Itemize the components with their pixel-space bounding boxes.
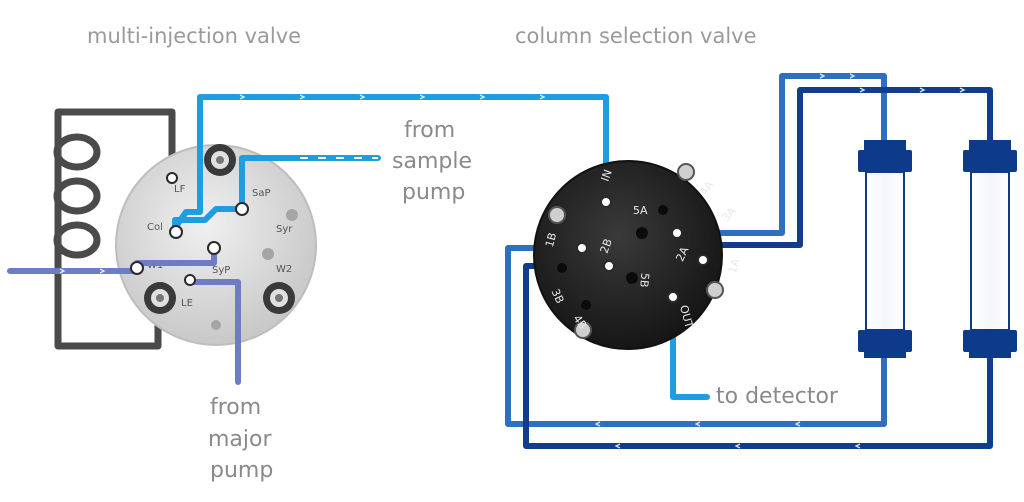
major-pump-label: from major pump [208,395,273,483]
port-sap-label: SaP [252,188,271,199]
port-w2-label: W2 [276,264,292,275]
transfer-line [169,94,609,235]
port-lf-label: LF [174,184,186,195]
selection-valve-title: column selection valve [515,24,757,48]
port-1a-label: 1A [726,257,742,275]
major-pump-label-line3: pump [210,458,273,483]
column-selection-valve: IN 4A 3A 5A 2A 1A 1B 2B 3B 4B 5B OUT [533,160,742,350]
port-1b-label: 1B [543,231,559,248]
column-a-lines [674,73,993,248]
screw-bottom-right [263,282,295,314]
port-in-label: IN [599,168,615,183]
port-col-label: Col [147,222,163,233]
screw-bottom-left [144,282,176,314]
injection-valve-title: multi-injection valve [87,24,301,48]
port-out-label: OUT [677,304,696,330]
port-3b-label: 3B [549,287,567,306]
port-3a-label: 3A [719,204,739,224]
major-pump-label-line2: major [208,427,272,452]
port-syr-label: Syr [276,224,293,235]
sample-loop [53,108,176,350]
column-a [858,140,912,358]
port-5b-label: 5B [637,272,651,288]
column-b [963,140,1017,358]
fittings [130,172,709,303]
port-2a-label: 2A [673,244,691,263]
screw-top [204,144,236,176]
sample-pump-line [172,155,381,235]
port-2b-label: 2B [598,237,615,255]
sample-pump-label-line1: from [404,118,455,143]
port-syp-label: SyP [212,265,230,276]
port-le-label: LE [181,298,193,309]
port-5a-label: 5A [633,204,648,217]
sample-pump-label-line3: pump [402,180,465,205]
major-pump-label-line1: from [210,395,261,420]
sample-pump-label-line2: sample [392,149,472,174]
detector-label: to detector [716,384,839,409]
flow-chevrons [59,73,966,449]
sample-pump-label: from sample pump [392,118,472,205]
